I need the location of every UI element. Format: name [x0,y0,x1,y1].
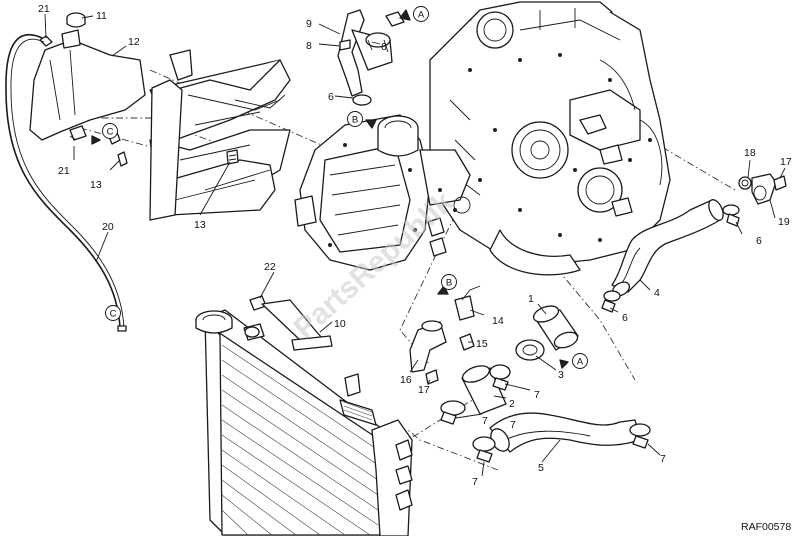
expansion-tank [29,12,146,167]
callout-6-hose4-top: 6 [756,235,762,247]
drawing-code: RAF00578 [741,521,791,533]
callout-13-frame: 13 [194,219,206,231]
callout-21-top: 21 [38,3,50,15]
callout-7-clamp-left: 7 [482,415,488,427]
engine-block [429,1,671,276]
callout-3: 3 [558,369,564,381]
callout-7-clamp-upper: 7 [510,419,516,431]
pump-and-fittings-center [409,285,579,425]
callout-16: 16 [400,374,412,386]
callout-20: 20 [102,221,114,233]
callout-10: 10 [334,318,346,330]
callout-8: 8 [306,40,312,52]
hose-20 [5,33,127,332]
flow-arrows [91,9,569,369]
callout-14: 14 [492,315,504,327]
callout-17-pump: 17 [418,384,430,396]
callout-7-clamp-lower: 7 [472,476,478,488]
reference-letter-b-top: B [347,111,363,127]
callout-7-hose5-right: 7 [660,453,666,465]
radiator [195,295,413,536]
callout-5: 5 [538,462,544,474]
callout-7-pump: 7 [534,389,540,401]
callout-12: 12 [128,36,140,48]
callout-2: 2 [509,398,515,410]
callout-1: 1 [528,293,534,305]
callout-21-bottom: 21 [58,165,70,177]
callout-6-hose4-bottom: 6 [622,312,628,324]
frame-section [149,49,291,221]
callout-6-thermostat: 6 [381,41,387,53]
callout-22: 22 [264,261,276,273]
callout-4: 4 [654,287,660,299]
reference-letter-a-bottom: A [572,353,588,369]
callout-6-head: 6 [328,91,334,103]
callout-19: 19 [778,216,790,228]
callout-9: 9 [306,18,312,30]
svg-text:B: B [352,115,358,126]
hose-5 [472,412,651,463]
reference-letter-c-tank: C [102,123,118,139]
callout-15: 15 [476,338,488,350]
svg-text:B: B [446,278,452,289]
callout-numbers: 1 2 3 4 5 6 6 6 6 7 7 7 7 7 8 9 10 11 12… [38,3,792,488]
reference-letter-c-hose: C [105,305,121,321]
callout-17-right: 17 [780,156,792,168]
callout-18: 18 [744,147,756,159]
leader-lines [44,13,786,477]
callout-13-tank: 13 [90,179,102,191]
cylinder-head-rear [294,114,471,271]
svg-text:A: A [577,357,584,368]
svg-text:A: A [418,10,425,21]
svg-text:C: C [107,127,114,138]
reference-letter-b-center: B [441,274,457,290]
thermostat-outlet [337,9,405,106]
svg-text:C: C [110,309,117,320]
callout-11: 11 [96,10,107,22]
screw-13-frame [226,149,239,165]
reference-letter-a-top: A [413,6,429,22]
